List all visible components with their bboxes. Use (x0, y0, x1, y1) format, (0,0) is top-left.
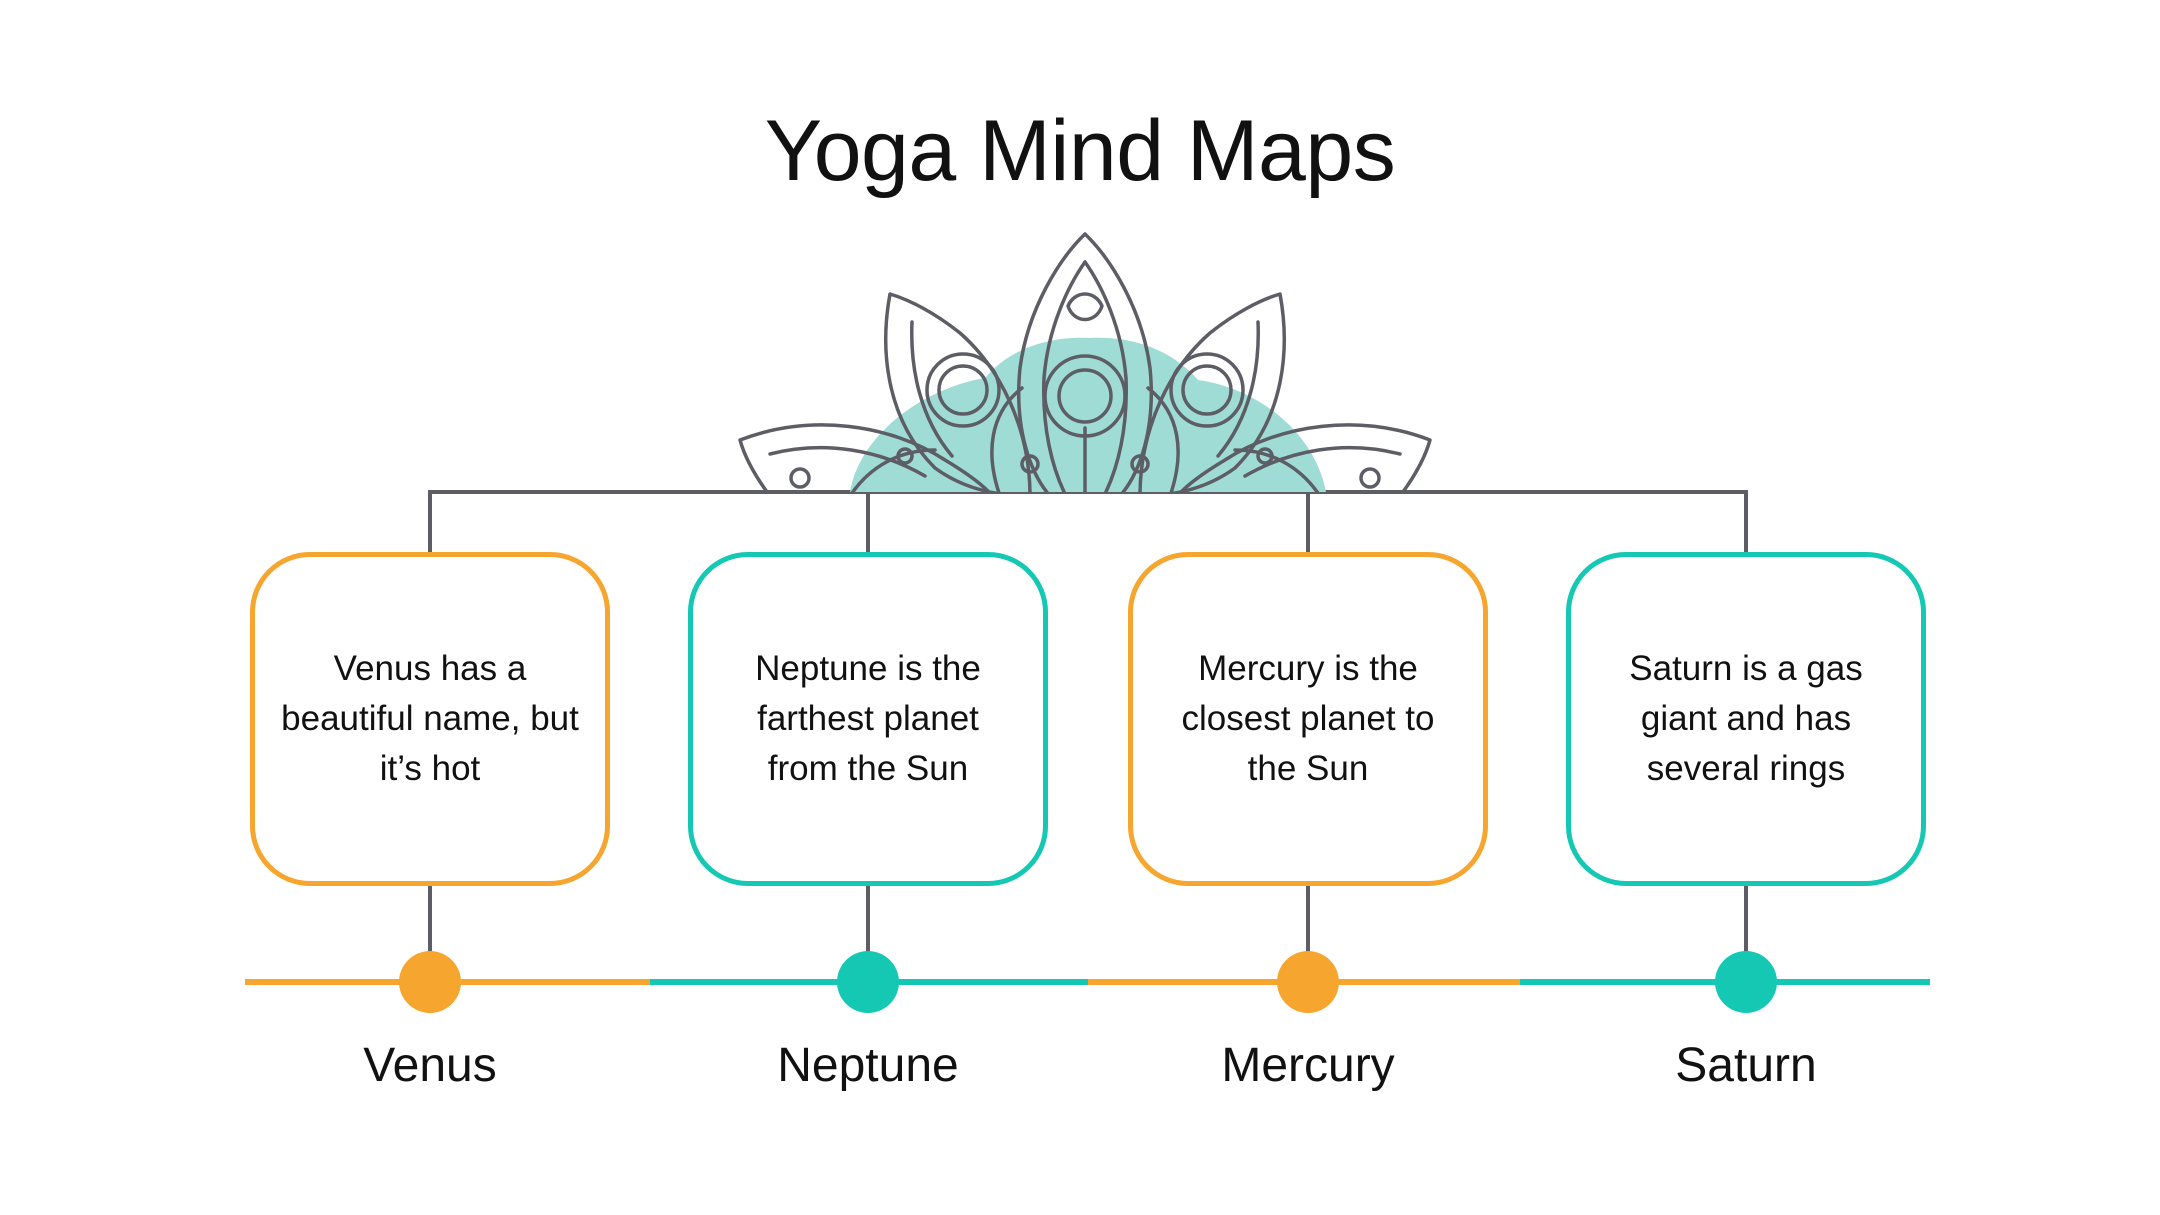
card-neptune: Neptune is the farthest planet from the … (688, 552, 1048, 886)
top-bracket-line (428, 490, 1748, 552)
label-neptune: Neptune (777, 1039, 959, 1092)
card-text: Neptune is the farthest planet from the … (755, 649, 981, 788)
mandala-icon (738, 232, 1432, 492)
timeline-dot-mercury (1277, 951, 1339, 1013)
timeline-dot-saturn (1715, 951, 1777, 1013)
slide-title: Yoga Mind Maps (764, 103, 1396, 199)
card-saturn: Saturn is a gas giant and has several ri… (1566, 552, 1926, 886)
card-text: Venus has a beautiful name, but it’s hot (281, 649, 579, 788)
timeline-dot-neptune (837, 951, 899, 1013)
label-venus: Venus (363, 1039, 497, 1092)
card-venus: Venus has a beautiful name, but it’s hot (250, 552, 610, 886)
label-mercury: Mercury (1221, 1039, 1395, 1092)
card-text: Mercury is the closest planet to the Sun (1181, 649, 1435, 788)
label-saturn: Saturn (1675, 1039, 1817, 1092)
timeline-dot-venus (399, 951, 461, 1013)
card-mercury: Mercury is the closest planet to the Sun (1128, 552, 1488, 886)
card-text: Saturn is a gas giant and has several ri… (1629, 649, 1863, 788)
